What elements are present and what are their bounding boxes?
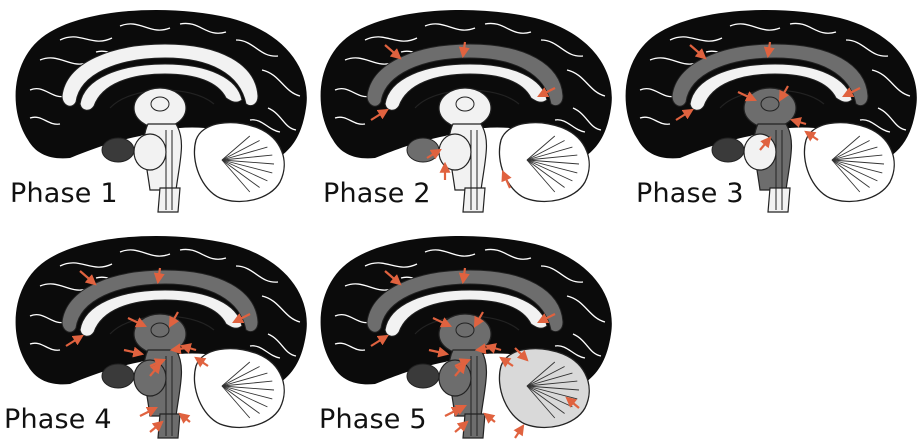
phase-2-label: Phase 2: [323, 178, 431, 209]
pathology-arrow: [180, 414, 190, 422]
phase-4-panel: Phase 4: [0, 226, 310, 443]
medulla: [158, 188, 180, 212]
phase-3-label: Phase 3: [636, 178, 744, 209]
temporal-pole: [102, 364, 134, 388]
phase-4-label: Phase 4: [4, 404, 112, 435]
pons: [134, 134, 166, 170]
medulla: [463, 414, 485, 438]
phase-3-panel: Phase 3: [610, 0, 920, 215]
pathology-arrow: [515, 426, 523, 438]
phase-5-panel: Phase 5: [305, 226, 615, 443]
thalamus: [439, 314, 491, 354]
medulla: [158, 414, 180, 438]
temporal-pole: [102, 138, 134, 162]
pathology-arrow: [485, 414, 495, 422]
temporal-pole: [407, 138, 439, 162]
phase-1-panel: Phase 1: [0, 0, 310, 215]
thalamus: [134, 88, 186, 128]
pons: [744, 134, 776, 170]
phase-2-panel: Phase 2: [305, 0, 615, 215]
phase-5-label: Phase 5: [319, 404, 427, 435]
phase-1-label: Phase 1: [10, 178, 118, 209]
medulla: [768, 188, 790, 212]
thalamus: [134, 314, 186, 354]
temporal-pole: [712, 138, 744, 162]
medulla: [463, 188, 485, 212]
pons: [439, 134, 471, 170]
thalamus: [439, 88, 491, 128]
thalamus: [744, 88, 796, 128]
temporal-pole: [407, 364, 439, 388]
